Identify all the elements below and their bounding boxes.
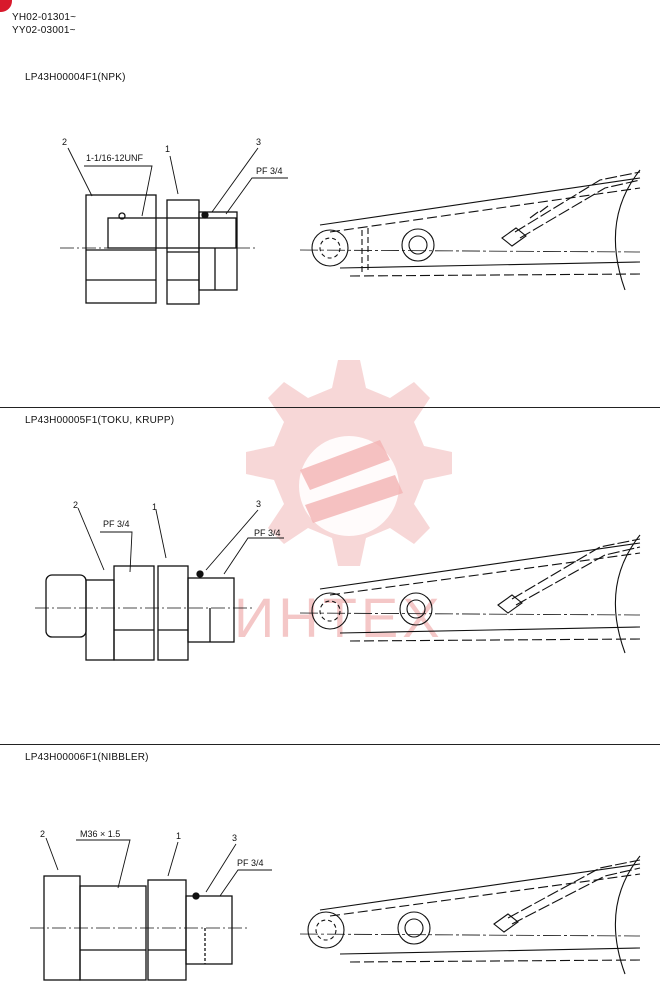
section-1-callout-2: 2 — [62, 137, 68, 147]
section-1-title: LP43H00004F1(NPK) — [25, 72, 126, 83]
section-3-callout-1: 1 — [176, 831, 182, 841]
section-3-thread-label: M36 × 1.5 — [80, 829, 121, 839]
section-3-callout-3: 3 — [232, 833, 238, 843]
section-1-boom-drawing — [299, 169, 641, 291]
section-2-callout-1: 1 — [152, 502, 158, 512]
section-2-port-label: PF 3/4 — [254, 528, 281, 538]
section-divider-2 — [0, 744, 660, 745]
section-3-port-label: PF 3/4 — [237, 858, 264, 868]
section-divider-1 — [0, 407, 660, 408]
section-2-fitting-drawing — [35, 507, 284, 661]
section-3-title: LP43H00006F1(NIBBLER) — [25, 752, 149, 763]
section-3-boom-drawing — [299, 855, 641, 975]
serial-number-1: YH02-01301~ — [12, 12, 77, 23]
section-1-port-label: PF 3/4 — [256, 166, 283, 176]
section-3-fitting-drawing — [30, 837, 272, 981]
serial-number-2: YY02-03001~ — [12, 25, 76, 36]
section-2-callout-3: 3 — [256, 499, 262, 509]
section-1-callout-1: 1 — [165, 144, 171, 154]
section-2-thread-label: PF 3/4 — [103, 519, 130, 529]
section-1-fitting-drawing — [60, 147, 288, 305]
section-3-callout-2: 2 — [40, 829, 46, 839]
section-1-callout-3: 3 — [256, 137, 262, 147]
section-1-thread-label: 1-1/16-12UNF — [86, 153, 144, 163]
section-2-callout-2: 2 — [73, 500, 79, 510]
section-2-title: LP43H00005F1(TOKU, KRUPP) — [25, 415, 175, 426]
section-2-boom-drawing — [299, 534, 641, 654]
